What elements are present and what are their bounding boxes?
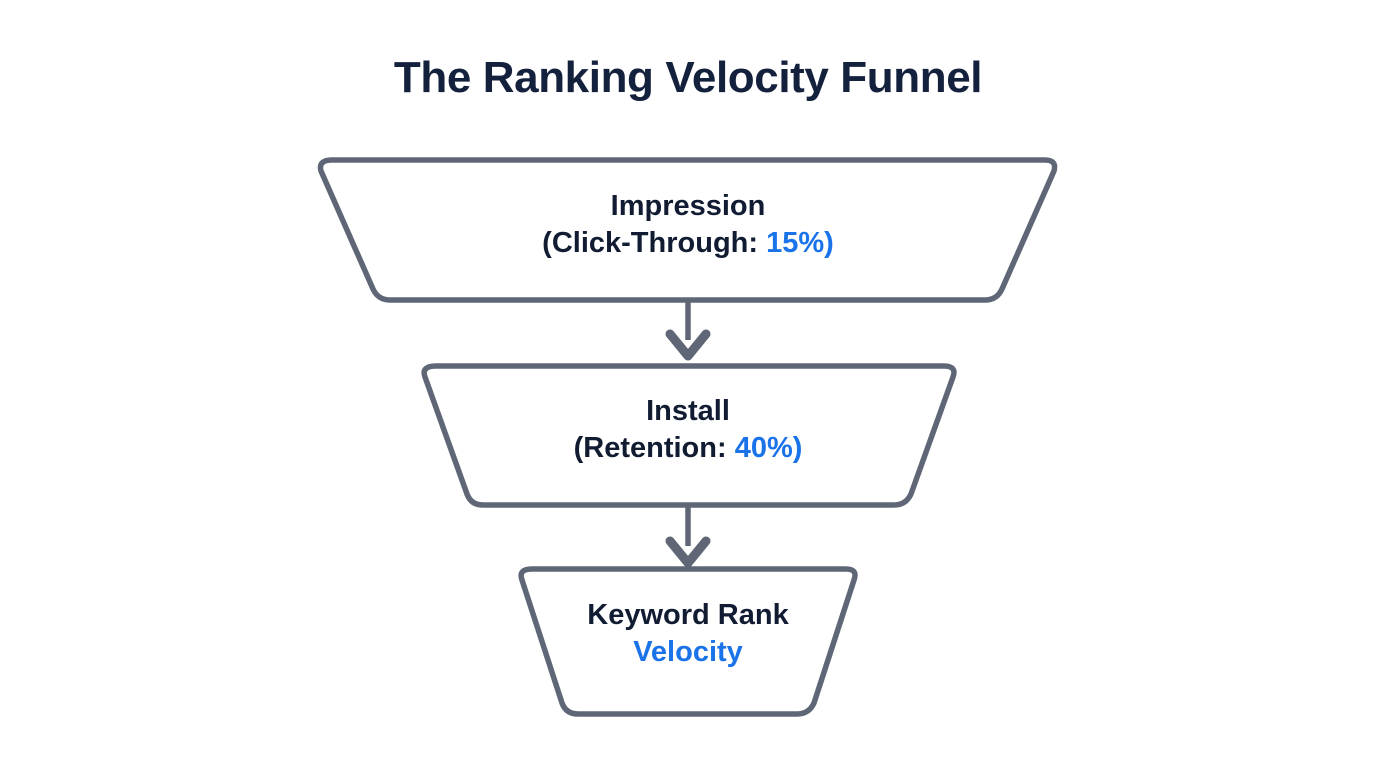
connector-arrow-2-head [665,536,711,568]
stage-1-line2: (Click-Through: 15%) [388,225,988,262]
stage-3-shape[interactable] [518,566,858,717]
connector-arrow-1 [665,300,711,361]
stage-2-metric-suffix: ) [792,432,803,465]
page-title: The Ranking Velocity Funnel [393,53,983,102]
stage-1-metric-suffix: ) [824,227,834,260]
stage-2-metric-prefix: (Retention: [573,432,735,465]
connector-arrow-1-head [665,329,711,361]
stage-3-label: Keyword Rank Velocity [388,597,988,671]
connector-arrow-2 [665,505,711,568]
stage-1-metric-prefix: (Click-Through: [542,227,767,260]
stage-2-metric-value: 40% [734,432,793,465]
stage-1-metric-value: 15% [766,227,825,260]
stage-2-shape[interactable] [421,363,957,508]
stage-1-shape[interactable] [317,157,1058,303]
stage-2-line2: (Retention: 40%) [388,430,988,467]
stage-3-line1: Keyword Rank [587,599,789,631]
stage-1-line1: Impression [610,190,766,222]
stage-1-label: Impression (Click-Through: 15%) [388,188,988,262]
stage-2-label: Install (Retention: 40%) [388,393,988,467]
stage-2-line1: Install [646,395,730,427]
stage-3-line2: Velocity [633,636,743,669]
